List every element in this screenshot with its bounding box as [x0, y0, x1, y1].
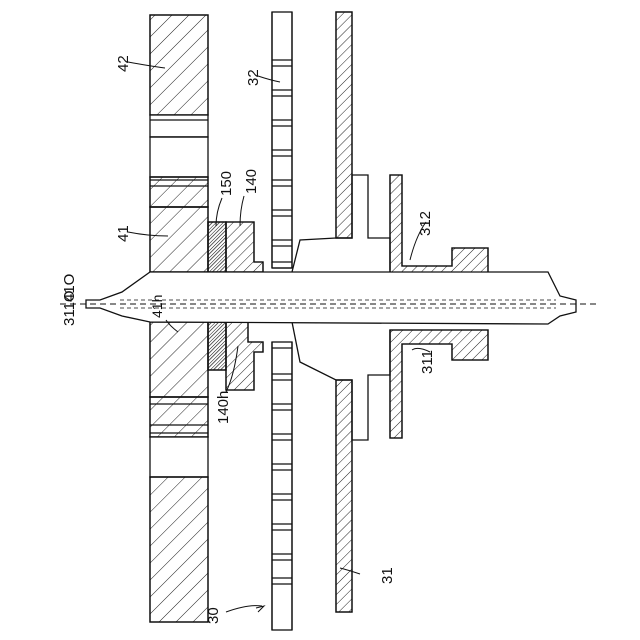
label-150: 150: [218, 171, 235, 196]
label-41O: 41O: [61, 274, 78, 302]
label-311: 311: [419, 350, 436, 374]
label-312: 312: [417, 211, 434, 236]
label-41h: 41h: [149, 295, 165, 318]
flange-311: [390, 330, 488, 438]
label-42: 42: [115, 55, 132, 72]
shaft: [60, 272, 600, 324]
label-41: 41: [115, 225, 132, 242]
label-30: 30: [205, 607, 222, 624]
flange-312: [390, 175, 488, 278]
label-140h: 140h: [215, 391, 232, 424]
label-32: 32: [245, 69, 262, 86]
gear-41: [150, 207, 208, 622]
label-140: 140: [243, 169, 260, 194]
label-31: 31: [379, 567, 396, 584]
gear-42: [150, 15, 208, 207]
arrow-icon: [256, 606, 264, 612]
